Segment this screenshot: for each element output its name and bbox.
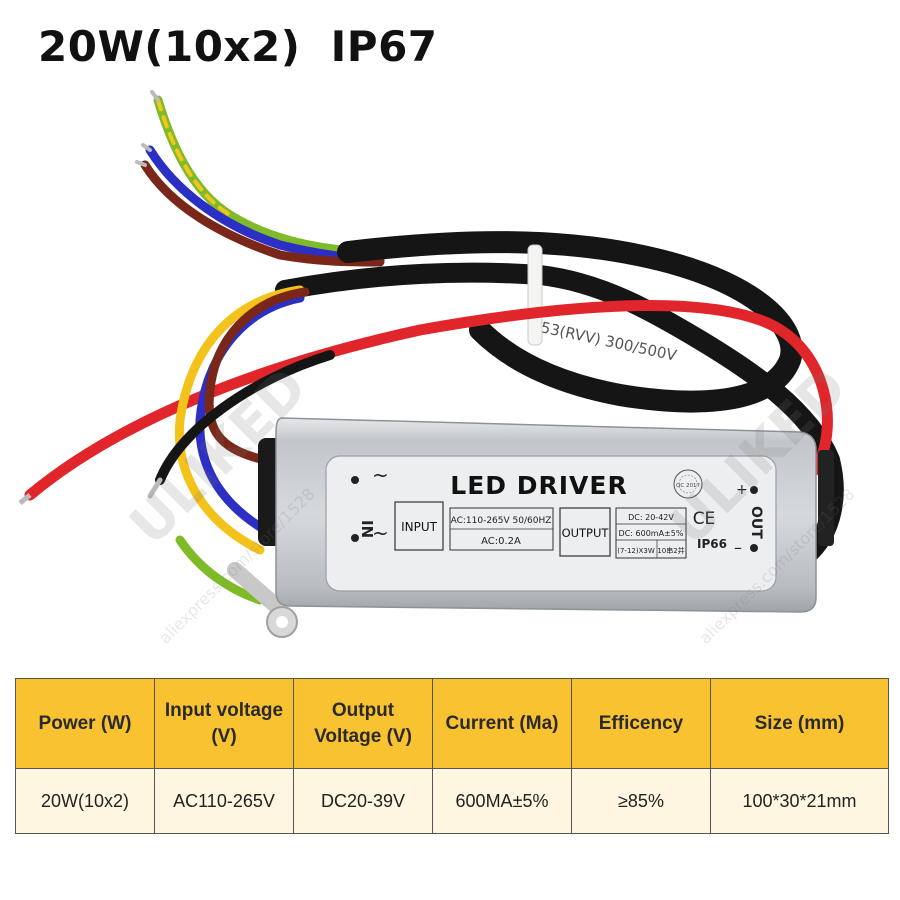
input-wires-top [135,90,385,267]
end-cap-right [818,450,834,546]
header-output-voltage: Output Voltage (V) [293,678,433,769]
case-label-plate [325,455,777,592]
spec-table: Power (W) Input voltage (V) Output Volta… [15,678,889,834]
product-photo: 53(RVV) 300/500V [0,80,900,670]
cell-power: 20W(10x2) [15,768,155,834]
spec-table-header-row: Power (W) Input voltage (V) Output Volta… [15,678,889,769]
svg-text:–: – [734,538,742,557]
input-wires-loop [147,285,335,605]
header-power: Power (W) [15,678,155,769]
svg-text:(7-12)X3W: (7-12)X3W [617,547,655,555]
qc-seal [673,469,703,499]
ring-terminal [227,562,298,638]
page-title: 20W(10x2) IP67 [38,22,438,71]
svg-text:QC 2017: QC 2017 [676,483,700,489]
cable-tie [527,244,543,346]
cell-current: 600MA±5% [432,768,572,834]
cell-input-voltage: AC110-265V [154,768,294,834]
cell-output-voltage: DC20-39V [293,768,433,834]
output-label: OUTPUT [562,526,610,540]
in-label: IN [358,520,376,538]
svg-text:DC: 20-42V: DC: 20-42V [628,513,674,522]
cell-efficiency: ≥85% [571,768,711,834]
ip-rating: IP66 [697,537,727,551]
cell-size: 100*30*21mm [710,768,889,834]
svg-text:DC: 600mA±5%: DC: 600mA±5% [619,529,684,538]
case-title: LED DRIVER [450,471,627,500]
header-efficiency: Efficency [571,678,711,769]
header-input-voltage: Input voltage (V) [154,678,294,769]
out-label: OUT [748,506,764,539]
table-row: 20W(10x2) AC110-265V DC20-39V 600MA±5% ≥… [15,768,889,834]
driver-case: ~ ~ IN INPUT LED DRIVER AC:110-265V 50/6… [275,417,817,613]
svg-text:10串2并: 10串2并 [657,546,684,555]
svg-text:~: ~ [372,521,389,545]
svg-text:+: + [736,482,748,498]
svg-text:AC:110-265V 50/60HZ: AC:110-265V 50/60HZ [451,516,552,526]
ce-mark: CE [693,509,716,529]
red-wire-tip [18,493,32,505]
input-label: INPUT [401,520,438,534]
svg-text:~: ~ [372,463,389,487]
red-wire [24,300,833,501]
svg-text:AC:0.2A: AC:0.2A [481,536,521,547]
header-size: Size (mm) [710,678,889,769]
header-current: Current (Ma) [432,678,572,769]
